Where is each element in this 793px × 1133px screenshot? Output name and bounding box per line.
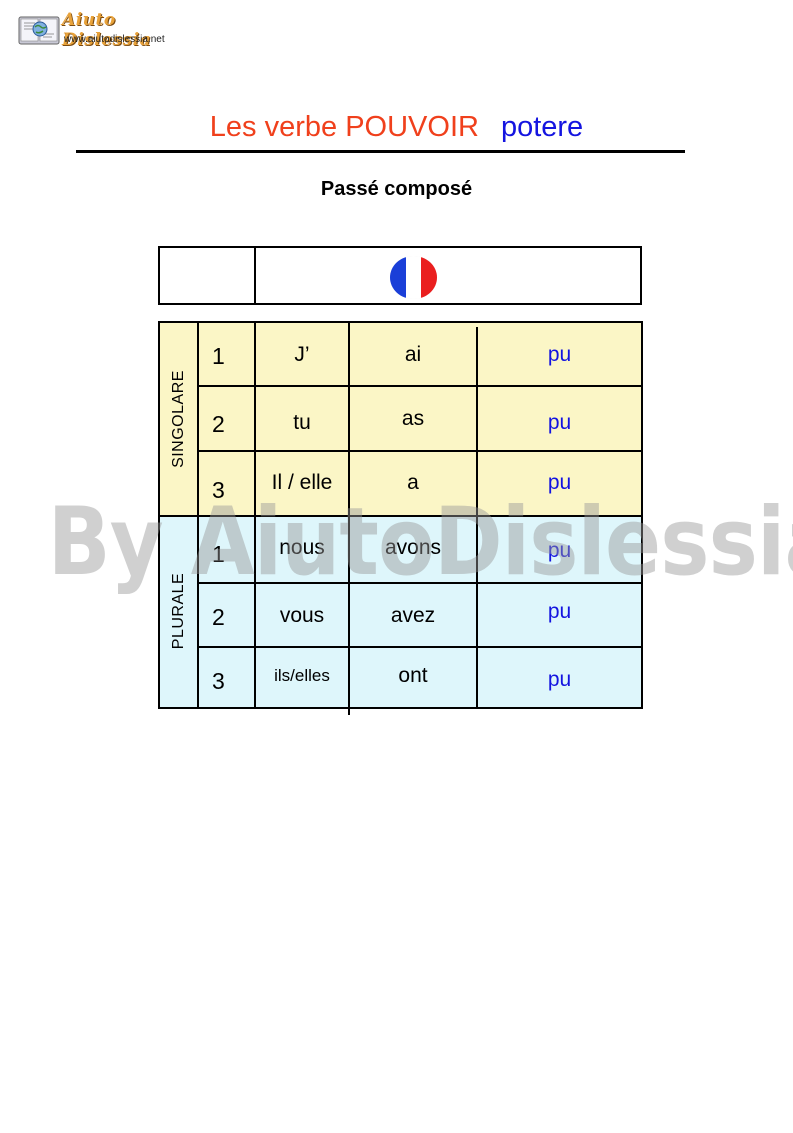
header-divider — [254, 248, 256, 303]
past-participle: pu — [547, 411, 572, 434]
auxiliary: a — [407, 471, 419, 494]
title-italian: potere — [500, 111, 584, 143]
auxiliary: avez — [390, 604, 436, 627]
logo-url: www.aiutodislessia.net — [64, 34, 165, 45]
row-divider — [197, 646, 641, 648]
auxiliary: as — [401, 407, 425, 430]
row-divider — [197, 450, 641, 452]
past-participle: pu — [547, 668, 572, 691]
past-participle: pu — [547, 471, 572, 494]
person-number: 2 — [212, 411, 225, 437]
plural-section: PLURALE — [160, 515, 641, 707]
singular-section: SINGOLARE — [160, 323, 641, 515]
pronoun: tu — [293, 411, 311, 434]
table-header-box — [158, 246, 642, 305]
column-divider — [476, 327, 478, 709]
pronoun: nous — [279, 536, 325, 559]
flag-stripe-red — [421, 256, 437, 299]
logo-name: Aiuto Dislessia — [62, 10, 152, 50]
pronoun: J’ — [294, 343, 310, 366]
title-divider — [76, 150, 685, 153]
tense-subtitle: Passé composé — [320, 178, 473, 200]
row-divider — [160, 515, 641, 517]
person-number: 3 — [212, 477, 225, 503]
book-globe-icon — [18, 16, 60, 45]
auxiliary: avons — [384, 536, 442, 559]
past-participle: pu — [547, 600, 572, 623]
french-flag-icon — [390, 256, 437, 299]
column-divider — [348, 323, 350, 715]
flag-stripe-white — [405, 256, 422, 299]
person-number: 1 — [212, 343, 225, 369]
pronoun: Il / elle — [271, 471, 333, 494]
past-participle: pu — [547, 539, 572, 562]
title-french: Les verbe POUVOIR — [209, 111, 479, 143]
singular-label: SINGOLARE — [170, 370, 188, 468]
page-title: Les verbe POUVOIR potere — [0, 111, 793, 144]
row-divider — [197, 385, 641, 387]
site-logo: Aiuto Dislessia www.aiutodislessia.net — [18, 10, 178, 50]
person-number: 1 — [212, 541, 225, 567]
pronoun: ils/elles — [274, 666, 330, 685]
flag-stripe-blue — [390, 256, 406, 299]
auxiliary: ai — [404, 343, 422, 366]
person-number: 2 — [212, 604, 225, 630]
conjugation-table: SINGOLARE PLURALE 1 J’ ai pu 2 tu as pu … — [158, 321, 643, 715]
auxiliary: ont — [398, 664, 428, 687]
past-participle: pu — [547, 343, 572, 366]
row-divider — [197, 582, 641, 584]
person-number: 3 — [212, 668, 225, 694]
pronoun: vous — [279, 604, 325, 627]
plural-label: PLURALE — [170, 572, 188, 650]
